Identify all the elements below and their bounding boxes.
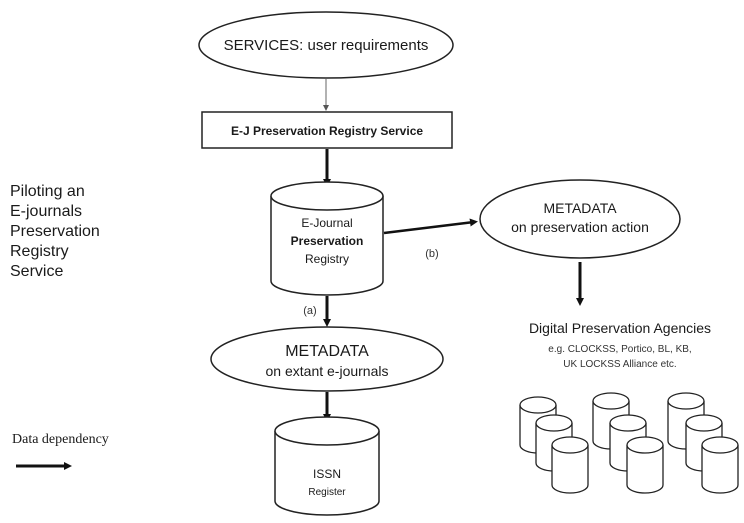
side-title-line: Piloting an [10, 183, 85, 200]
metadata-extant-line1: METADATA [285, 343, 369, 360]
services-label: SERVICES: user requirements [224, 37, 429, 54]
registry-cylinder: E-Journal Preservation Registry [270, 181, 384, 296]
agencies-line1: e.g. CLOCKSS, Portico, BL, KB, [548, 344, 691, 355]
issn-cylinder: ISSN Register [274, 416, 380, 516]
side-title-line: Preservation [10, 223, 100, 240]
metadata-extant-line2: on extant e-journals [266, 363, 389, 379]
registry-label-line3: Registry [305, 252, 349, 266]
agency-cylinders [519, 392, 739, 494]
agency-cylinder [626, 436, 664, 494]
side-title-line: E-journals [10, 203, 83, 220]
registry-label-line1: E-Journal [301, 216, 352, 230]
metadata-action-ellipse: METADATA on preservation action [479, 179, 681, 259]
arrow-registry-to-action [383, 218, 478, 235]
edge-label-b: (b) [425, 248, 438, 260]
side-title: Piloting an E-journals Preservation Regi… [10, 182, 160, 282]
agency-cylinder [701, 436, 739, 494]
registry-label-line2: Preservation [291, 234, 364, 248]
side-title-line: Service [10, 263, 64, 280]
legend-label: Data dependency [12, 432, 109, 447]
metadata-action-line1: METADATA [543, 200, 617, 216]
registry-service-label: E-J Preservation Registry Service [231, 124, 423, 138]
metadata-extant-ellipse: METADATA on extant e-journals [210, 326, 444, 392]
services-ellipse: SERVICES: user requirements [198, 11, 454, 79]
metadata-action-line2: on preservation action [511, 219, 649, 235]
agencies-title: Digital Preservation Agencies [529, 320, 711, 336]
edge-label-a: (a) [303, 305, 316, 317]
registry-service-box: E-J Preservation Registry Service [201, 111, 453, 149]
agencies-line2: UK LOCKSS Alliance etc. [563, 359, 676, 370]
issn-label-line2: Register [308, 487, 346, 498]
agency-cylinder [551, 436, 589, 494]
side-title-line: Registry [10, 243, 69, 260]
issn-label-line1: ISSN [313, 467, 341, 481]
